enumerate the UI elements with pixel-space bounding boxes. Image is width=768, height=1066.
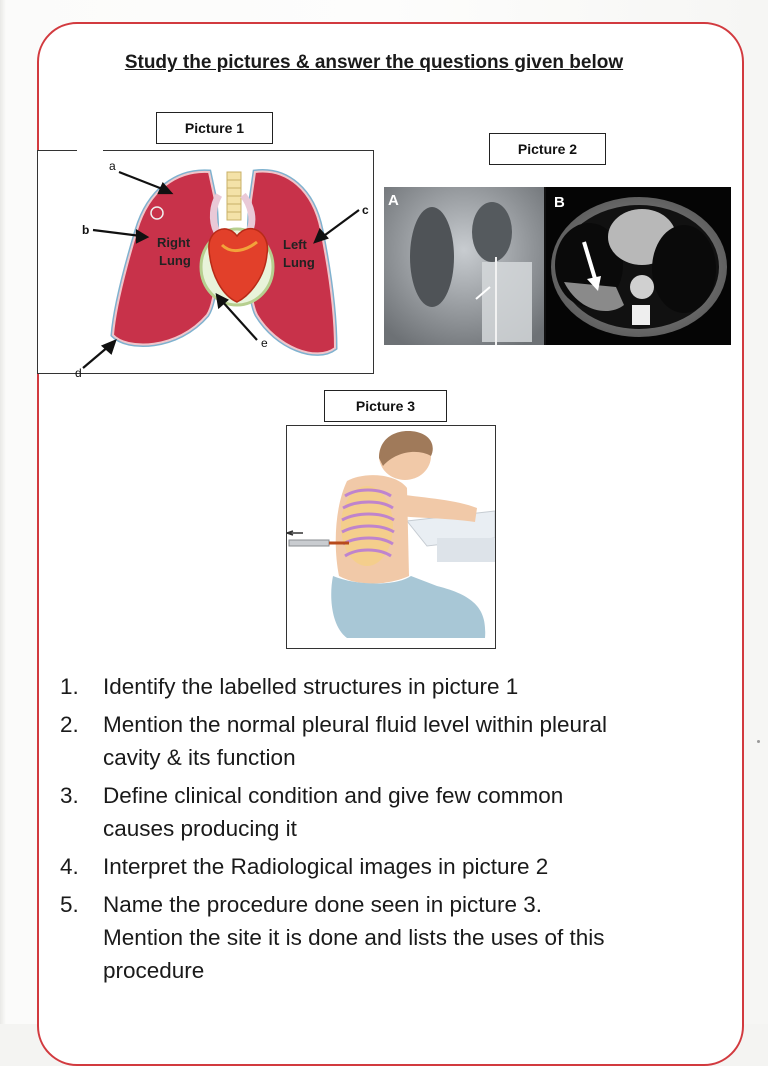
question-item: 3. Define clinical condition and give fe…: [60, 779, 730, 845]
picture-1-caption: Picture 1: [156, 112, 273, 144]
picture-2-caption: Picture 2: [489, 133, 606, 165]
question-text: Name the procedure done seen in picture …: [103, 892, 543, 917]
label-b: b: [82, 223, 89, 237]
picture-3-procedure-illustration: [286, 425, 496, 649]
panel-b-label: B: [554, 194, 565, 211]
question-text: procedure: [103, 958, 205, 983]
question-text: Mention the site it is done and lists th…: [103, 925, 605, 950]
question-text: Interpret the Radiological images in pic…: [103, 854, 549, 879]
question-text: Identify the labelled structures in pict…: [103, 674, 519, 699]
frame-edge: [37, 150, 38, 373]
left-lung-label-line2: Lung: [283, 255, 315, 270]
question-item: 1. Identify the labelled structures in p…: [60, 670, 730, 703]
question-number: 2.: [60, 712, 79, 737]
label-d: d: [75, 366, 82, 380]
right-lung-label-line2: Lung: [159, 253, 191, 268]
label-a: a: [109, 159, 116, 173]
question-item: 2. Mention the normal pleural fluid leve…: [60, 708, 730, 774]
question-text: causes producing it: [103, 816, 297, 841]
frame-edge: [37, 150, 77, 151]
picture-3-caption: Picture 3: [324, 390, 447, 422]
question-number: 3.: [60, 783, 79, 808]
label-e: e: [261, 336, 268, 350]
question-list: 1. Identify the labelled structures in p…: [60, 670, 730, 992]
frame-edge: [103, 150, 373, 151]
question-number: 4.: [60, 854, 79, 879]
question-text: Define clinical condition and give few c…: [103, 783, 564, 808]
question-item: 4. Interpret the Radiological images in …: [60, 850, 730, 883]
question-number: 1.: [60, 674, 79, 699]
panel-a-label: A: [388, 192, 399, 209]
page-heading: Study the pictures & answer the question…: [124, 52, 624, 73]
question-text: cavity & its function: [103, 745, 296, 770]
paper-speck: [757, 740, 760, 743]
label-c: c: [362, 203, 369, 217]
right-lung-label-line1: Right: [157, 235, 191, 250]
question-item: 5. Name the procedure done seen in pictu…: [60, 888, 730, 987]
lung-anatomy-diagram: Right Lung Left Lung a b c d e: [75, 159, 369, 380]
question-text: Mention the normal pleural fluid level w…: [103, 712, 608, 737]
picture-2-radiology-images: A B: [384, 187, 731, 345]
left-lung-label-line1: Left: [283, 237, 308, 252]
question-number: 5.: [60, 892, 79, 917]
